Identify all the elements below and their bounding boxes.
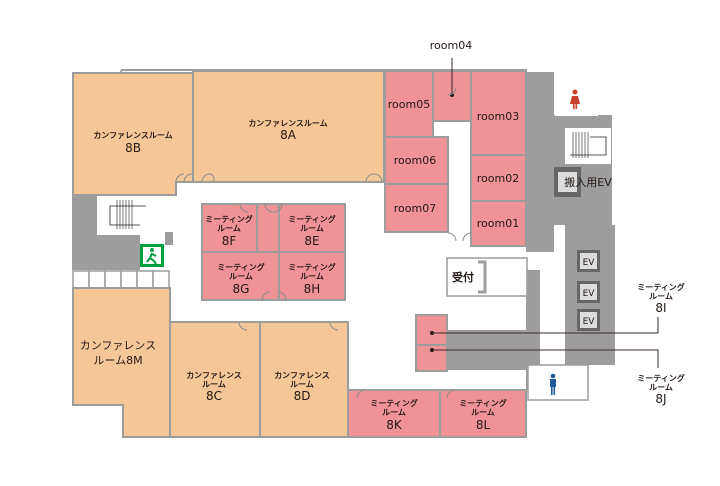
room-label-line1: ミーティング [217,262,265,272]
room-type-label: ルーム [290,380,314,389]
room-01[interactable]: room01 [470,200,527,247]
room-type-label: カンファレンスルーム [248,119,327,128]
mens-restroom [527,364,589,401]
room-id-label: 8B [125,141,141,155]
room-8I[interactable] [415,314,448,346]
wall-core-right [526,72,554,252]
room-8D[interactable]: カンファレンス ルーム 8D [259,321,349,438]
elevator-label: EV [583,289,596,299]
room-8M[interactable]: カンファレンス ルーム8M [72,287,171,438]
room-label-line1: ミーティング [205,214,253,224]
reception-label: 受付 [452,270,474,284]
lockers [72,270,170,289]
room-8A[interactable]: カンファレンスルーム 8A [192,70,385,183]
room-8I-leader-line [432,317,659,334]
room-label-line2: ルーム [300,224,324,233]
room-label-line2: ルーム [382,408,406,417]
room-label-line1: ミーティング [370,398,418,408]
freight-elevator-label: 搬入用EV [564,175,612,189]
room-07[interactable]: room07 [384,183,449,233]
elevator-label: EV [583,258,596,268]
room-id-label: 8F [222,234,237,248]
room-id-label: 8J [655,392,666,406]
room-8L[interactable]: ミーティング ルーム 8L [439,389,527,438]
room-id-label: 8D [294,389,311,403]
room-label-line1: カンファレンス [80,339,156,352]
room-8J-leader-line [432,349,659,368]
elevator-2: EV [577,281,600,303]
room-type-label: カンファレンス [186,371,242,380]
room-type-label: カンファレンスルーム [93,131,172,140]
room-05[interactable]: room05 [384,70,434,138]
doors [175,86,472,399]
stairs-left [97,196,146,234]
wall-core-left [97,235,140,270]
wall-core-left [72,195,97,270]
room-8H[interactable]: ミーティング ルーム 8H [278,251,346,301]
wall-core-center [526,270,540,390]
room-label: room06 [394,154,436,167]
room-06[interactable]: room06 [384,136,449,185]
womens-restroom [555,74,598,116]
freight-elevator: 搬入用EV [554,167,612,197]
room-label-line1: ミーティング [637,282,685,292]
room-id-label: 8L [476,418,491,432]
room-label: room03 [477,110,519,123]
room-label-line1: ミーティング [288,262,336,272]
wall-core-left [165,232,173,245]
room-label-line2: ルーム [300,272,324,281]
room-03[interactable]: room03 [470,70,527,156]
room-label-line1: ミーティング [637,373,685,383]
room-id-label: 8A [280,128,297,142]
room-label-line1: ミーティング [288,214,336,224]
room-type-label: カンファレンス [274,371,330,380]
room-label-line2: ルーム [649,292,673,301]
room-8B[interactable]: カンファレンスルーム 8B [72,72,194,196]
mens-restroom-icon [550,373,556,395]
room-type-label: ルーム [202,380,226,389]
room-8K[interactable]: ミーティング ルーム 8K [347,389,441,438]
elevator-1: EV [577,250,600,272]
stairs-icon [570,132,607,158]
reception: 受付 [446,257,528,297]
room-id-label: 8E [304,234,319,248]
room-label: room05 [388,98,430,111]
emergency-exit-icon [140,244,164,267]
room-8E[interactable]: ミーティング ルーム 8E [278,203,346,253]
elevator-3: EV [577,309,600,331]
stairs-right [565,128,611,164]
womens-restroom-icon [570,89,580,109]
room-label: room07 [394,202,436,215]
room-id-label: 8C [206,389,222,403]
room-label: room02 [477,172,519,185]
room-label-line1: ミーティング [459,398,507,408]
room-02[interactable]: room02 [470,154,527,202]
room-label-line2: ルーム [217,224,241,233]
elevator-label: EV [583,317,596,327]
room-label-line2: ルーム [649,383,673,392]
room-label-line2: ルーム8M [93,354,142,367]
stairs-icon [109,200,146,229]
room-8G[interactable]: ミーティング ルーム 8G [201,251,280,301]
room-id-label: 8G [233,282,250,296]
room-id-label: 8H [304,282,321,296]
room04-callout-label: room04 [430,39,472,52]
room-id-label: 8I [655,301,666,315]
room-id-label: 8K [386,418,403,432]
room-8F[interactable]: ミーティング ルーム 8F [201,203,258,253]
room-label-line2: ルーム [229,272,253,281]
room-8C[interactable]: カンファレンス ルーム 8C [169,321,261,438]
room-label-line2: ルーム [471,408,495,417]
room-label: room01 [477,217,519,230]
